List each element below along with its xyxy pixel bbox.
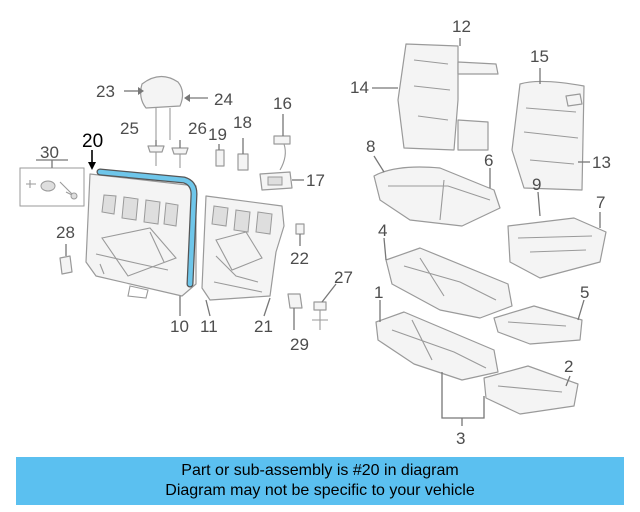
seat-back-frame-right[interactable] [201, 195, 285, 301]
clip-part-28[interactable] [59, 255, 73, 275]
callout-11: 11 [200, 317, 218, 336]
seat-pad-4[interactable] [385, 247, 513, 319]
callout-20-arrow [88, 150, 96, 170]
seat-frame-2[interactable] [483, 365, 579, 415]
callout-28: 28 [56, 223, 75, 242]
callout-1: 1 [374, 283, 383, 302]
callout-labels: 20 23 24 25 26 19 18 16 17 30 28 22 27 2… [40, 17, 611, 448]
seat-pad-5[interactable] [493, 305, 583, 345]
latch-part-16[interactable] [273, 135, 291, 171]
banner-line-1: Part or sub-assembly is #20 in diagram [181, 462, 459, 479]
callout-23: 23 [96, 82, 115, 101]
banner-line-2: Diagram may not be specific to your vehi… [165, 482, 475, 499]
callout-17: 17 [306, 171, 325, 190]
callout-26: 26 [188, 119, 207, 138]
clip-part-22[interactable] [295, 223, 305, 235]
seat-cushion-cover[interactable] [373, 166, 501, 227]
callout-2: 2 [564, 357, 573, 376]
callout-30: 30 [40, 143, 59, 162]
callout-27: 27 [334, 268, 353, 287]
callout-18: 18 [233, 113, 252, 132]
callout-10: 10 [170, 317, 189, 336]
bezel-part-17[interactable] [259, 171, 293, 191]
callout-9: 9 [532, 175, 541, 194]
seal-strip-fill [97, 169, 197, 287]
pin-part-27[interactable] [312, 301, 328, 330]
headrest[interactable] [140, 75, 184, 140]
callout-20: 20 [82, 131, 103, 152]
callout-16: 16 [273, 94, 292, 113]
callout-12: 12 [452, 17, 471, 36]
seat-back-frame-left[interactable] [85, 173, 197, 299]
callout-25: 25 [120, 119, 139, 138]
headrest-guide-right[interactable] [171, 147, 189, 168]
seat-back-13[interactable] [511, 80, 585, 191]
leader-lines [36, 38, 601, 426]
seat-back-12[interactable] [397, 43, 499, 151]
info-banner: Part or sub-assembly is #20 in diagram D… [16, 457, 624, 505]
seat-cushion-9[interactable] [507, 217, 607, 279]
callout-7: 7 [596, 193, 605, 212]
callout-21: 21 [254, 317, 273, 336]
callout-3: 3 [456, 429, 465, 448]
bracket-part-29[interactable] [287, 293, 303, 309]
cover-part-18[interactable] [237, 153, 249, 171]
headrest-guide-left[interactable] [147, 145, 165, 166]
callout-24: 24 [214, 90, 233, 109]
callout-4: 4 [378, 221, 387, 240]
callout-15: 15 [530, 47, 549, 66]
clip-part-19[interactable] [215, 149, 225, 167]
callout-29: 29 [290, 335, 309, 354]
hardware-kit-box[interactable] [19, 167, 85, 207]
callout-5: 5 [580, 283, 589, 302]
seat-frame-1[interactable] [375, 311, 499, 381]
callout-13: 13 [592, 153, 611, 172]
callout-6: 6 [484, 151, 493, 170]
callout-14: 14 [350, 78, 369, 97]
parts-diagram: 20 23 24 25 26 19 18 16 17 30 28 22 27 2… [19, 17, 611, 448]
callout-19: 19 [208, 125, 227, 144]
callout-8: 8 [366, 137, 375, 156]
callout-22: 22 [290, 249, 309, 268]
